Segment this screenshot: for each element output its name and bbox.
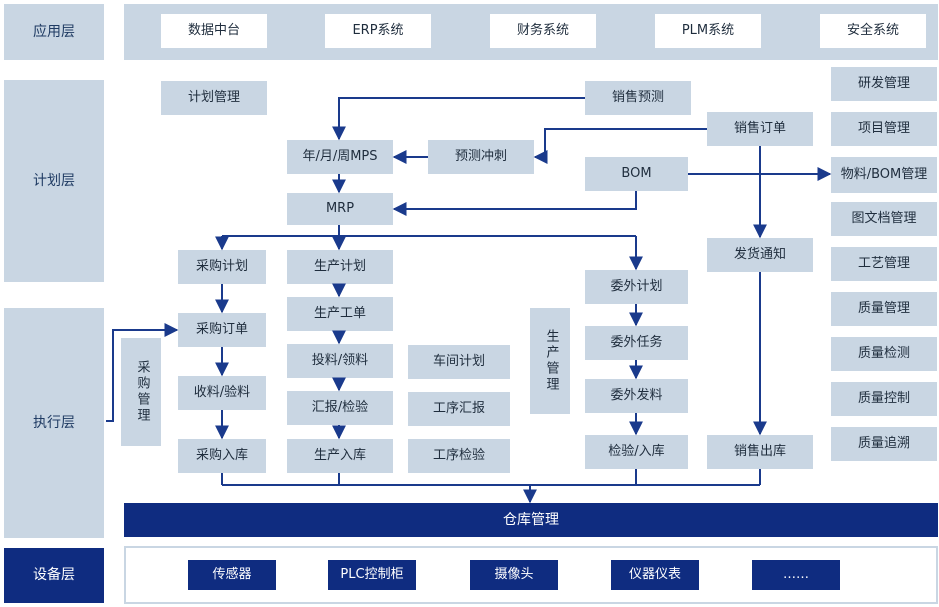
outsource-task[interactable]: 委外任务: [585, 326, 688, 360]
workshop-plan[interactable]: 车间计划: [408, 345, 510, 379]
arrow-forecast-to-mps: [332, 97, 585, 141]
purchase-inbound[interactable]: 采购入库: [178, 439, 266, 473]
quality-inspection[interactable]: 质量检测: [831, 337, 937, 371]
production-inbound[interactable]: 生产入库: [287, 439, 393, 473]
device-sensor[interactable]: 传感器: [188, 560, 276, 590]
production-management[interactable]: 生产管理: [530, 308, 570, 414]
mps[interactable]: 年/月/周MPS: [287, 140, 393, 174]
arrow-order-to-offset: [533, 128, 707, 164]
production-feed[interactable]: 投料/领料: [287, 344, 393, 378]
purchase-receive[interactable]: 收料/验料: [178, 376, 266, 410]
sales-forecast[interactable]: 销售预测: [585, 81, 691, 115]
layer-exec-label: 执行层: [4, 308, 104, 538]
outsource-plan[interactable]: 委外计划: [585, 270, 688, 304]
plan-management[interactable]: 计划管理: [161, 81, 267, 115]
process-check[interactable]: 工序检验: [408, 439, 510, 473]
device-camera[interactable]: 摄像头: [470, 560, 558, 590]
process-report[interactable]: 工序汇报: [408, 392, 510, 426]
document-management[interactable]: 图文档管理: [831, 202, 937, 236]
app-system-data-platform[interactable]: 数据中台: [161, 14, 267, 48]
app-system-erp[interactable]: ERP系统: [325, 14, 431, 48]
rd-management[interactable]: 研发管理: [831, 67, 937, 101]
project-management[interactable]: 项目管理: [831, 112, 937, 146]
outsource-inbound[interactable]: 检验/入库: [585, 435, 688, 469]
bom[interactable]: BOM: [585, 157, 688, 191]
delivery-notice[interactable]: 发货通知: [707, 238, 813, 272]
production-work-order[interactable]: 生产工单: [287, 297, 393, 331]
mrp[interactable]: MRP: [287, 193, 393, 225]
purchase-management[interactable]: 采购管理: [121, 338, 161, 446]
quality-traceability[interactable]: 质量追溯: [831, 427, 937, 461]
sales-order[interactable]: 销售订单: [707, 112, 813, 146]
production-plan[interactable]: 生产计划: [287, 250, 393, 284]
purchase-order[interactable]: 采购订单: [178, 313, 266, 347]
arrow-bom-to-mrp: [392, 191, 637, 216]
warehouse-management[interactable]: 仓库管理: [124, 503, 938, 537]
app-system-plm[interactable]: PLM系统: [655, 14, 761, 48]
purchase-plan[interactable]: 采购计划: [178, 250, 266, 284]
quality-management[interactable]: 质量管理: [831, 292, 937, 326]
sales-outbound[interactable]: 销售出库: [707, 435, 813, 469]
quality-control[interactable]: 质量控制: [831, 382, 937, 416]
device-more[interactable]: ……: [752, 560, 840, 590]
layer-device-label: 设备层: [4, 548, 104, 603]
forecast-offset[interactable]: 预测冲刺: [428, 140, 534, 174]
layer-app-label: 应用层: [4, 4, 104, 60]
production-report[interactable]: 汇报/检验: [287, 391, 393, 425]
app-system-security[interactable]: 安全系统: [820, 14, 926, 48]
app-system-finance[interactable]: 财务系统: [490, 14, 596, 48]
material-bom-management[interactable]: 物料/BOM管理: [831, 157, 937, 193]
device-instrument[interactable]: 仪器仪表: [611, 560, 699, 590]
layer-plan-label: 计划层: [4, 80, 104, 282]
outsource-issue[interactable]: 委外发料: [585, 379, 688, 413]
process-management[interactable]: 工艺管理: [831, 247, 937, 281]
device-plc-cabinet[interactable]: PLC控制柜: [328, 560, 416, 590]
